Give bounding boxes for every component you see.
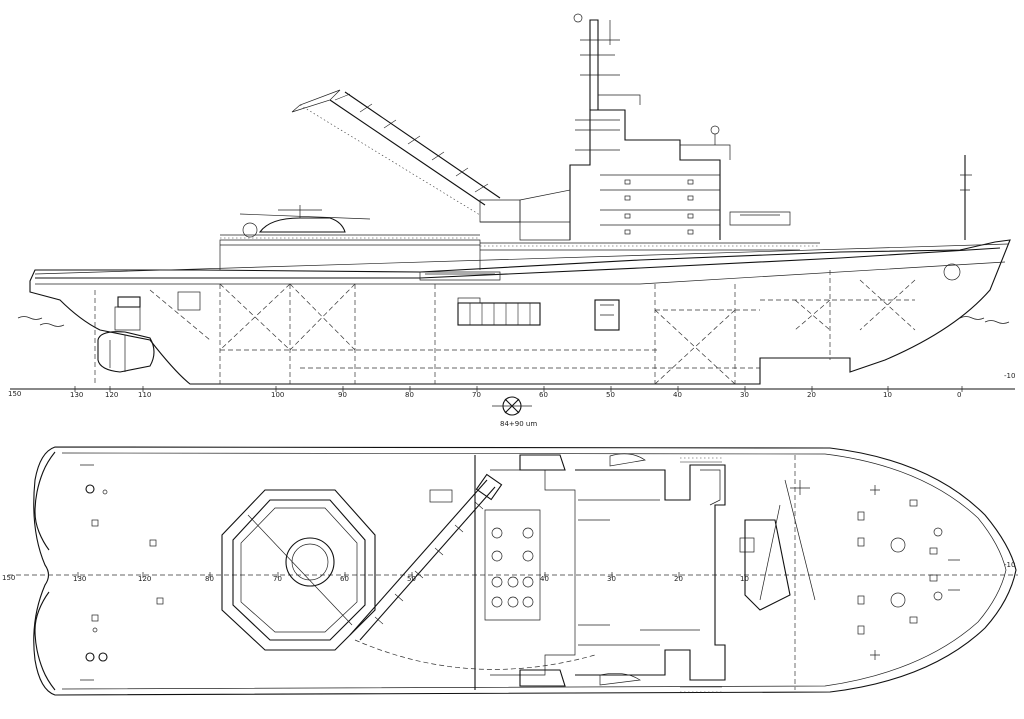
frame-label: 100 [271, 391, 284, 399]
internal-compartments [94, 270, 916, 385]
frame-label: 50 [407, 575, 416, 583]
frame-label: 60 [340, 575, 349, 583]
propeller-symbol: 84+90 um [492, 396, 537, 428]
frame-label: 90 [338, 391, 347, 399]
frame-label: 20 [807, 391, 816, 399]
frame-label: 60 [539, 391, 548, 399]
frame-label: 10 [883, 391, 892, 399]
steering-gear [114, 291, 201, 331]
mast [573, 13, 641, 110]
profile-fwd-end-label: -10 [1004, 372, 1015, 380]
helicopter [239, 205, 371, 238]
frame-label: 20 [674, 575, 683, 583]
superstructure [480, 109, 731, 241]
plan-aft-end-label: 150 [2, 574, 15, 582]
plan-fwd-end-label: -10 [1004, 561, 1015, 569]
waterline [17, 316, 1010, 327]
forward-deck-gear [744, 455, 960, 690]
frame-label: 80 [205, 575, 214, 583]
forward-mast [729, 155, 972, 281]
frame-label: 30 [740, 391, 749, 399]
frame-label: 130 [73, 575, 86, 583]
frame-label: 70 [273, 575, 282, 583]
crane-swing-arc [354, 639, 596, 670]
frame-label: 40 [673, 391, 682, 399]
plan-crane-arm [349, 473, 503, 641]
frame-label: 110 [138, 391, 151, 399]
lifeboats [429, 453, 755, 687]
hull-outline [29, 239, 1011, 385]
profile-aft-end-label: 150 [8, 390, 21, 398]
propeller-pod [97, 331, 155, 373]
main-engines [457, 297, 620, 331]
frame-label: 70 [472, 391, 481, 399]
frame-label: 40 [540, 575, 549, 583]
frame-label: 120 [138, 575, 151, 583]
plan-superstructure [474, 455, 726, 693]
crane-boom [291, 89, 521, 223]
railings [220, 234, 820, 247]
aft-deck-fittings [80, 464, 164, 681]
frame-label: 80 [405, 391, 414, 399]
frame-label: 50 [606, 391, 615, 399]
frame-spacing-note: 84+90 um [500, 420, 537, 428]
frame-label: 0 [957, 391, 961, 399]
helideck [221, 489, 376, 651]
transom-fender [34, 451, 56, 691]
tank-hatches [484, 509, 541, 621]
plan-hull-outline [33, 446, 1017, 696]
frame-label: 130 [70, 391, 83, 399]
frame-label: 30 [607, 575, 616, 583]
frame-label: 120 [105, 391, 118, 399]
